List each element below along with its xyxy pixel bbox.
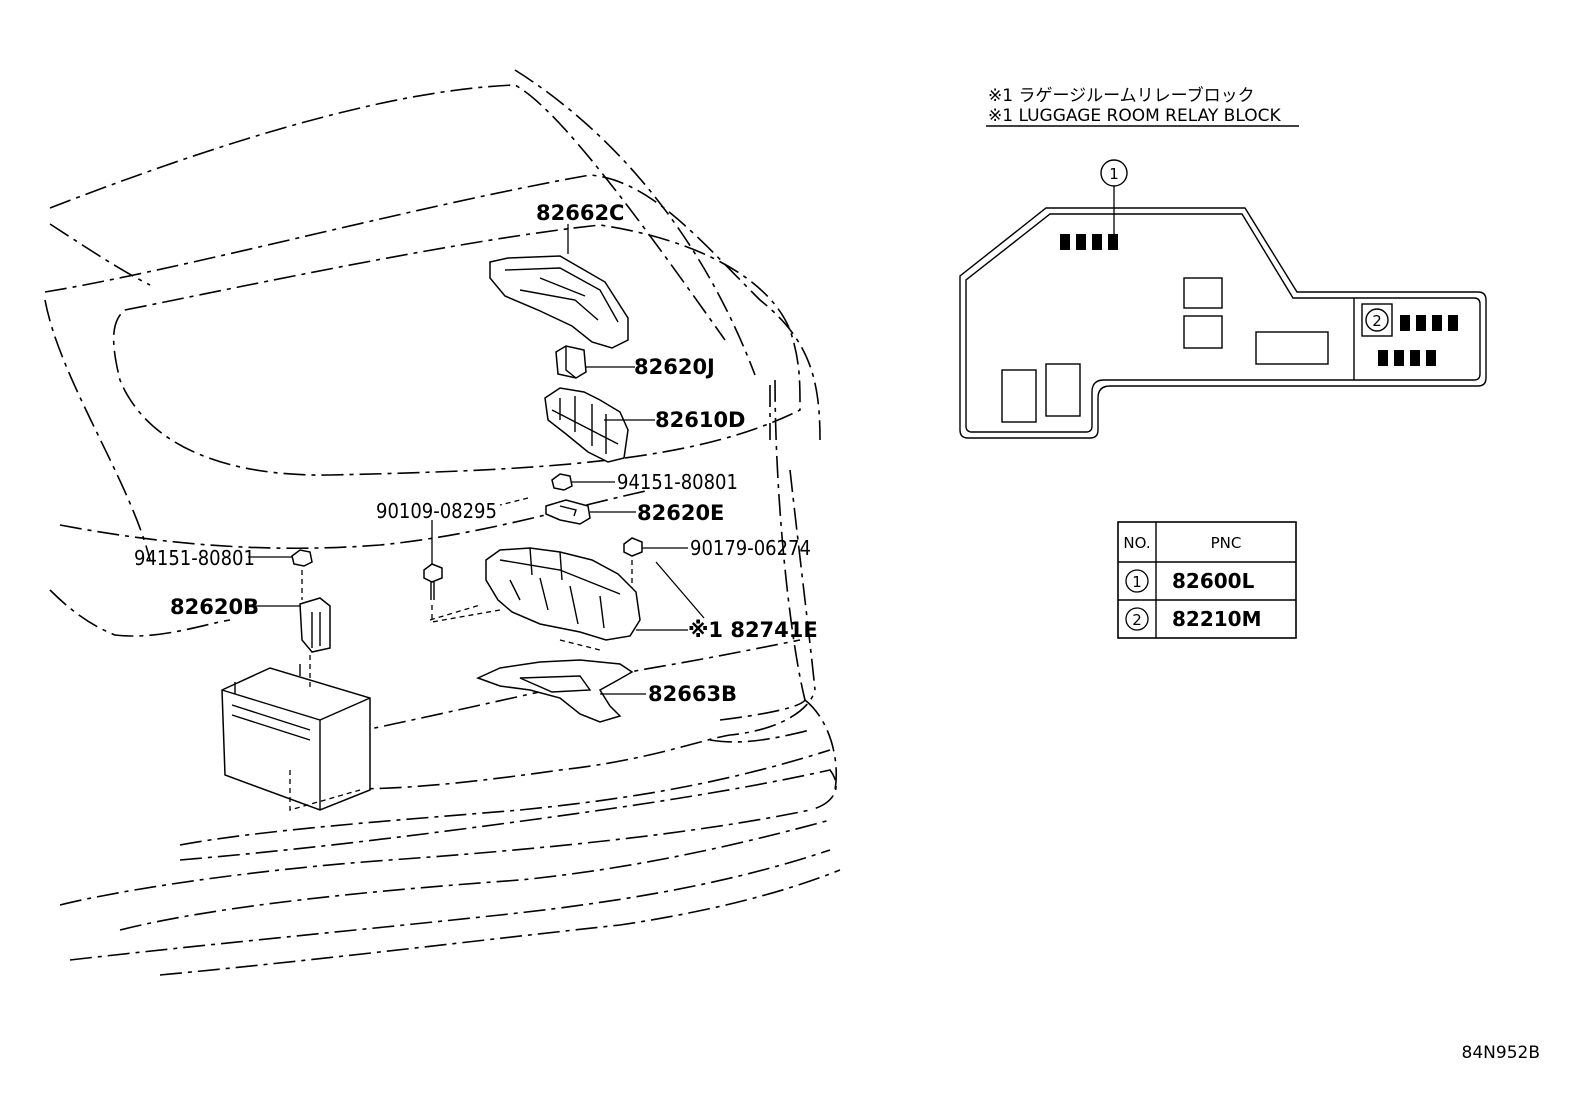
label-82662C: 82662C xyxy=(536,201,624,225)
bracket-82620E xyxy=(545,499,591,525)
callout-1: 1 xyxy=(1109,165,1119,183)
nut-94151-upper xyxy=(551,473,573,491)
figure-reference: 84N952B xyxy=(1462,1043,1540,1063)
table-row-no: 1 xyxy=(1132,573,1142,591)
label-82620E: 82620E xyxy=(637,501,724,525)
nut-94151-left xyxy=(291,549,313,600)
label-82663B: 82663B xyxy=(648,682,737,706)
vehicle-body-outline xyxy=(44,69,841,976)
bracket-82741E xyxy=(429,547,641,651)
label-82741E: ※1 82741E xyxy=(688,618,818,642)
cover-82662C xyxy=(489,255,629,349)
relay-block-note: ※1 ラゲージルームリレーブロック ※1 LUGGAGE ROOM RELAY … xyxy=(986,85,1299,127)
nut-90179-06274 xyxy=(623,537,643,610)
battery xyxy=(221,664,371,811)
label-94151-upper: 94151-80801 xyxy=(617,470,738,494)
leader-lines xyxy=(245,224,705,695)
plate-82663B xyxy=(476,659,634,723)
table-row-pnc: 82600L xyxy=(1172,569,1255,593)
part-labels: 82662C 82620J 82610D 94151-80801 90109-0… xyxy=(134,201,818,706)
table-row-pnc: 82210M xyxy=(1172,607,1261,631)
label-82620J: 82620J xyxy=(634,355,715,379)
label-90109-08295: 90109-08295 xyxy=(376,499,497,523)
table-header-pnc: PNC xyxy=(1211,534,1242,552)
label-90179-06274: 90179-06274 xyxy=(690,536,811,560)
callout-2: 2 xyxy=(1372,312,1382,330)
note-jp: ※1 ラゲージルームリレーブロック xyxy=(988,85,1255,106)
table-row-no: 2 xyxy=(1132,611,1142,629)
table-header-no: NO. xyxy=(1123,534,1150,552)
bolt-90109-08295 xyxy=(423,563,501,623)
label-82620B: 82620B xyxy=(170,595,259,619)
relay-block-82610D xyxy=(544,387,629,463)
label-94151-left: 94151-80801 xyxy=(134,546,255,570)
label-82610D: 82610D xyxy=(655,408,746,432)
pnc-table: NO. PNC 1 82600L 2 82210M xyxy=(1117,521,1297,639)
note-en: ※1 LUGGAGE ROOM RELAY BLOCK xyxy=(988,106,1281,126)
relay-block-top-view: 1 2 xyxy=(959,159,1487,439)
terminal-clamp-82620B xyxy=(299,597,331,690)
relay-82620J xyxy=(555,345,587,379)
